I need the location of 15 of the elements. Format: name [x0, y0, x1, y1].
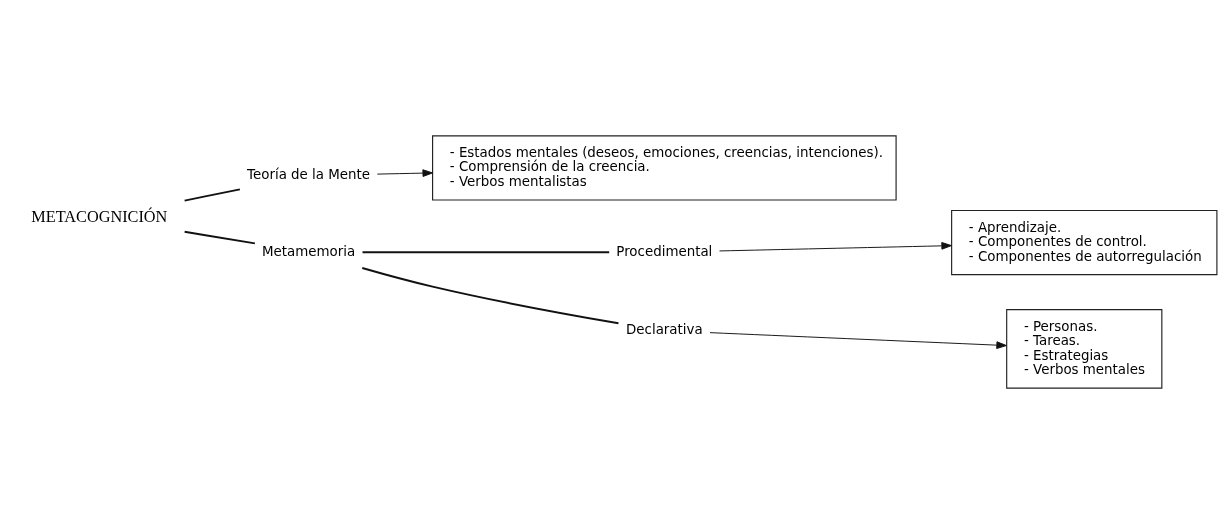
node-box: - Personas. - Tareas. - Estrategias - Verbos mentales: [1006, 309, 1163, 389]
node-box: - Aprendizaje. - Componentes de control. - Componentes de autorregulación: [951, 209, 1218, 276]
node-box: - Estados mentales (deseos, emociones, creencias, intenciones). - Comprensión de la creencia. - Verbos mentalistas: [432, 135, 897, 201]
connector: [361, 267, 620, 325]
node-text: Metamemoria: [261, 243, 356, 259]
connector: [183, 188, 241, 202]
node-text: METACOGNICIÓN: [31, 207, 168, 226]
arrow: [376, 169, 433, 177]
node-text: Teoría de la Mente: [247, 167, 371, 183]
node-text: Declarativa: [626, 322, 703, 338]
connector: [183, 230, 256, 245]
connector: [361, 251, 611, 254]
node-text: Procedimental: [616, 243, 713, 259]
arrow: [709, 332, 1007, 349]
arrow: [719, 242, 952, 252]
